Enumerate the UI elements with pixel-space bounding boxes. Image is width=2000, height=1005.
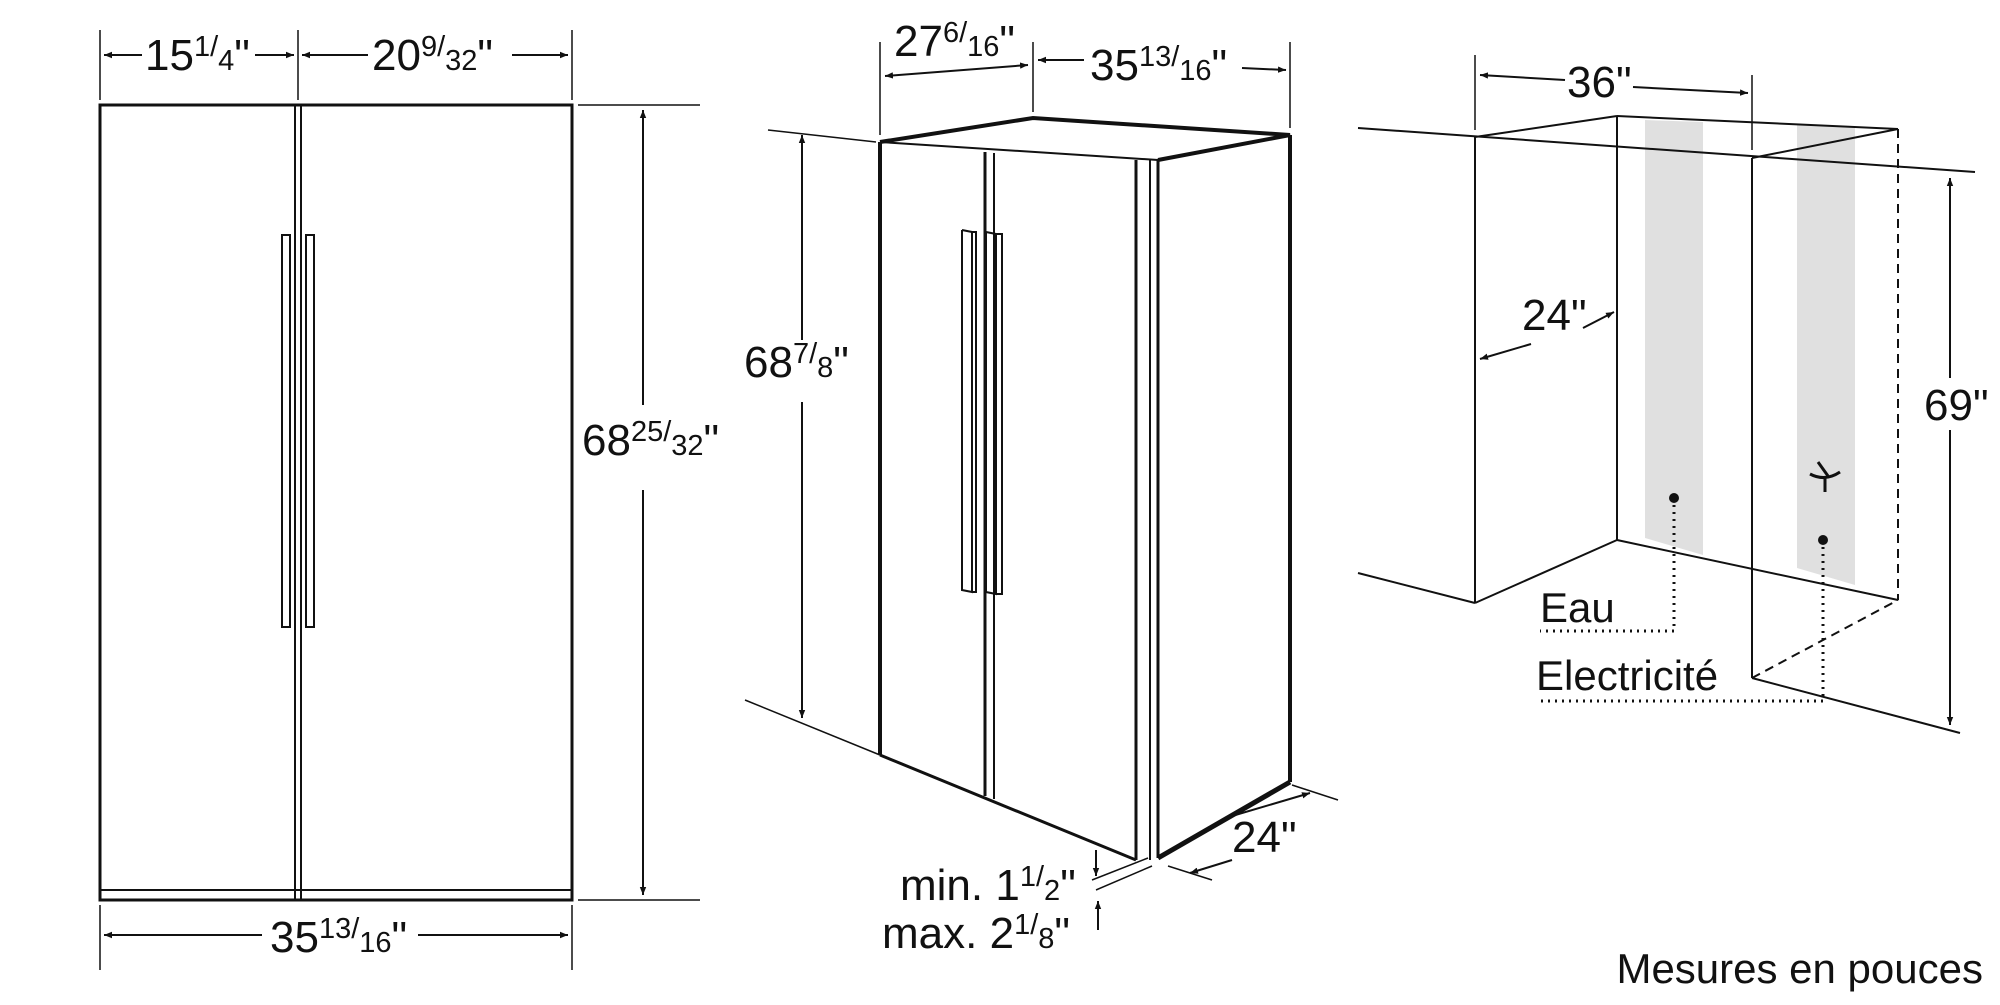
perspective-view [744, 42, 1339, 930]
gap-min-label: min. 11/2" [900, 861, 1076, 910]
electricity-leader [1540, 547, 1825, 703]
electricity-zone [1797, 124, 1855, 585]
perspective-side-depth-label: 24" [1232, 813, 1297, 862]
front-view [98, 30, 700, 970]
electricity-connection-dot [1818, 535, 1828, 545]
gap-max-label: max. 21/8" [882, 909, 1070, 958]
water-label: Eau [1540, 584, 1615, 631]
perspective-height-label: 687/8" [744, 338, 849, 387]
niche-depth-label: 24" [1522, 291, 1587, 340]
niche-width-label: 36" [1567, 58, 1632, 107]
niche-view [1357, 55, 1976, 734]
electricity-label: Electricité [1536, 652, 1718, 699]
perspective-left-handle [961, 229, 973, 594]
water-zone [1645, 120, 1703, 555]
units-note: Mesures en pouces [1616, 945, 1983, 992]
water-tap-icon [1809, 461, 1841, 492]
front-width-left-label: 151/4" [145, 31, 250, 80]
fridge-top [879, 115, 1291, 162]
perspective-width-label: 3513/16" [1090, 41, 1227, 90]
right-handle [305, 234, 315, 628]
perspective-depth-label: 276/16" [894, 17, 1015, 66]
fridge-front-body [98, 103, 574, 902]
front-width-right-label: 209/32" [372, 31, 493, 80]
water-leader [1540, 505, 1676, 633]
front-height-label: 6825/32" [582, 416, 719, 465]
water-connection-dot [1669, 493, 1679, 503]
left-handle [281, 234, 291, 628]
front-total-width-label: 3513/16" [270, 913, 407, 962]
niche-height-label: 69" [1924, 381, 1989, 430]
